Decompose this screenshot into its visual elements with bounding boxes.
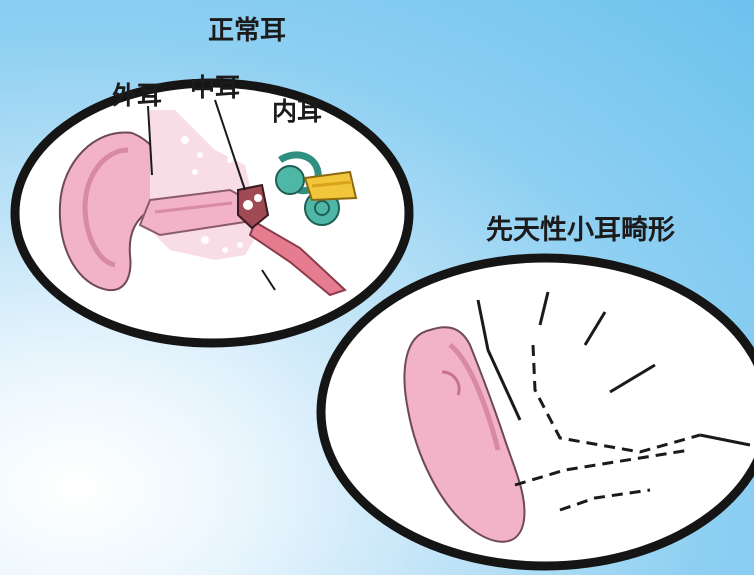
- normal-ear-title: 正常耳: [208, 10, 286, 47]
- microtia-panel: [321, 258, 754, 566]
- normal-ear-panel: [15, 83, 409, 343]
- microtia-oval: [321, 258, 754, 566]
- microtia-title: 先天性小耳畸形: [486, 208, 675, 247]
- inner-ear-label: 内耳: [272, 92, 322, 128]
- outer-ear-label: 外耳: [112, 76, 162, 112]
- middle-ear-label: 中耳: [190, 68, 240, 104]
